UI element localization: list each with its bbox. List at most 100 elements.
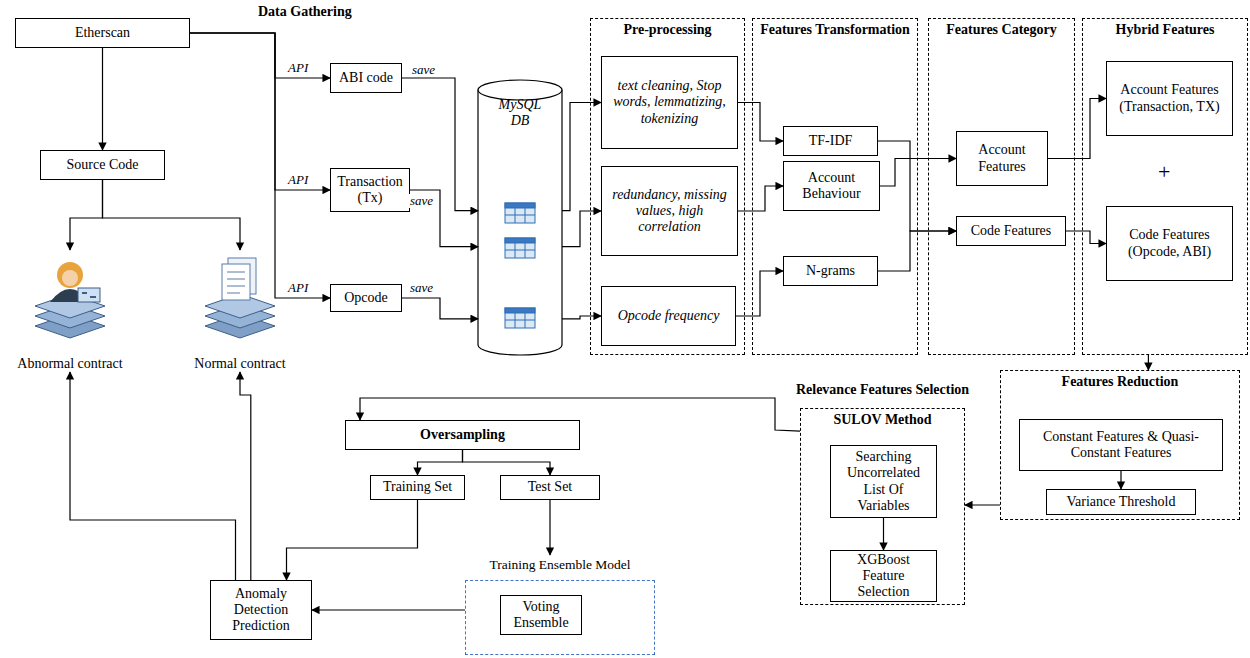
group-heading: Hybrid Features — [1083, 19, 1247, 39]
box-label: Test Set — [528, 479, 573, 495]
connector-arrow — [880, 159, 956, 187]
connector-arrow — [562, 211, 601, 247]
box-label: Opcode frequency — [618, 308, 720, 324]
process-box: Source Code — [40, 150, 165, 180]
connector-arrow — [418, 450, 463, 475]
connector-arrow — [190, 33, 330, 78]
box-label: Oversampling — [420, 427, 505, 443]
connector-arrow — [1120, 471, 1121, 489]
process-box: Code Features (Opcode, ABI) — [1106, 206, 1233, 281]
connector-arrow — [402, 298, 478, 319]
edge-label: save — [409, 281, 434, 295]
group-heading: Training Ensemble Model — [489, 557, 630, 573]
dashed-group: Features ReductionConstant Features & Qu… — [1000, 370, 1240, 520]
connector-arrow — [878, 231, 956, 271]
group-heading: Features Category — [929, 19, 1074, 39]
connector-arrow — [312, 609, 465, 610]
connector-arrow — [965, 504, 1000, 505]
connector-arrow — [883, 518, 884, 550]
database-node: MySQL DB — [478, 75, 562, 352]
dashed-group: Relevance Features SelectionSULOV Method… — [800, 380, 965, 605]
icon-label: Abnormal contract — [17, 356, 122, 372]
box-label: Variance Threshold — [1067, 494, 1176, 510]
connector-arrow — [190, 33, 330, 298]
database-cylinder — [478, 80, 562, 355]
box-label: Searching Uncorrelated List Of Variables — [836, 449, 931, 513]
connector-arrow — [70, 180, 103, 250]
box-label: Code Features (Opcode, ABI) — [1112, 227, 1227, 259]
dashed-group: Training Ensemble ModelVoting Ensemble — [465, 555, 655, 655]
process-box: ABI code — [330, 63, 402, 93]
edge-label: API — [287, 281, 309, 295]
connector-arrow — [287, 500, 418, 580]
box-label: XGBoost Feature Selection — [836, 552, 931, 600]
process-box: Opcode frequency — [601, 286, 736, 346]
icon-label: Normal contract — [194, 356, 285, 372]
process-box: Training Set — [370, 475, 465, 500]
box-label: Transaction (Tx) — [336, 174, 404, 206]
plus-sign: + — [1158, 160, 1170, 184]
edge-label: API — [287, 61, 309, 75]
process-box: Transaction (Tx) — [330, 168, 410, 212]
process-box: Account Features — [956, 131, 1048, 186]
box-label: Account Features — [962, 142, 1042, 174]
process-box: Opcode — [330, 284, 402, 312]
edge-label: API — [287, 173, 309, 187]
hacker-icon — [35, 262, 105, 338]
connector-arrow — [102, 48, 103, 150]
box-label: Opcode — [344, 290, 388, 306]
process-box: Variance Threshold — [1046, 489, 1196, 515]
process-box: N-grams — [783, 256, 878, 286]
box-label: Etherscan — [75, 25, 130, 41]
group-heading: Pre-processing — [591, 19, 744, 39]
box-label: Training Set — [383, 479, 452, 495]
box-label: Code Features — [971, 223, 1051, 239]
connector-arrow — [103, 180, 241, 250]
box-label: redundancy, missing values, high correla… — [607, 187, 732, 235]
group-heading: SULOV Method — [800, 412, 965, 429]
process-box: Anomaly Detection Prediction — [210, 580, 312, 640]
process-box: Account Behaviour — [783, 161, 880, 211]
edge-label: save — [409, 194, 434, 208]
connector-arrow — [1048, 99, 1106, 159]
table-icon — [505, 203, 535, 328]
process-box: Account Features (Transaction, TX) — [1106, 61, 1233, 136]
group-heading: Relevance Features Selection — [796, 382, 969, 399]
box-label: Constant Features & Quasi-Constant Featu… — [1025, 429, 1217, 461]
box-label: Voting Ensemble — [506, 599, 576, 631]
box-label: text cleaning, Stop words, lemmatizing, … — [607, 78, 732, 126]
process-box: XGBoost Feature Selection — [830, 550, 937, 602]
process-box: Voting Ensemble — [500, 595, 582, 635]
edge-label: save — [411, 63, 436, 77]
process-box: Searching Uncorrelated List Of Variables — [830, 445, 937, 518]
process-box: Etherscan — [15, 18, 190, 48]
process-box: Oversampling — [345, 420, 580, 450]
contract-icon-node: Normal contract — [180, 250, 300, 372]
database-label: MySQL DB — [494, 97, 546, 129]
connector-arrow — [410, 190, 478, 247]
dashed-group: Pre-processing text cleaning, Stop words,… — [590, 18, 745, 355]
connector-arrow — [190, 33, 330, 190]
connector-arrow — [240, 372, 251, 580]
process-box: text cleaning, Stop words, lemmatizing, … — [601, 56, 738, 149]
box-label: Source Code — [67, 157, 139, 173]
process-box: Test Set — [500, 475, 600, 500]
box-label: Anomaly Detection Prediction — [216, 586, 306, 634]
contract-icon-node: Abnormal contract — [10, 250, 130, 372]
section-title: Data Gathering — [258, 4, 352, 19]
box-label: TF-IDF — [809, 133, 853, 149]
connector-arrow — [463, 450, 551, 475]
process-box: TF-IDF — [783, 126, 878, 156]
box-label: ABI code — [339, 70, 393, 86]
connector-arrow — [1066, 231, 1106, 244]
connector-arrow — [70, 372, 236, 580]
process-box: redundancy, missing values, high correla… — [601, 166, 738, 256]
connector-arrow — [736, 271, 783, 316]
box-label: Account Behaviour — [789, 170, 874, 202]
connector-arrow — [878, 141, 956, 231]
dashed-group: Features CategoryAccount FeaturesCode Fe… — [928, 18, 1075, 355]
group-heading: Features Transformation — [753, 19, 917, 39]
connector-arrow — [549, 500, 550, 555]
box-label: Account Features (Transaction, TX) — [1112, 82, 1227, 114]
